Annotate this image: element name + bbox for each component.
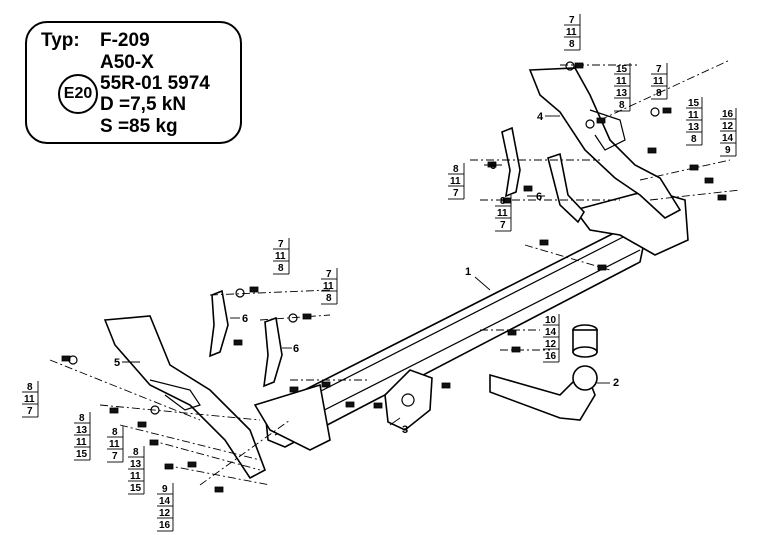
callout-value: 11 xyxy=(323,281,334,292)
callout-8-11-7-mid: 8 11 7 xyxy=(495,195,512,232)
callout-value: 15 xyxy=(76,449,88,460)
callout-value: 10 xyxy=(545,315,557,326)
callout-value: 16 xyxy=(722,109,734,120)
callout-value: 11 xyxy=(450,176,461,187)
s-value: S =85 kg xyxy=(100,116,178,137)
right-side-bracket xyxy=(528,67,682,219)
e-mark-badge: E20 xyxy=(58,74,98,114)
callout-value: 15 xyxy=(130,483,142,494)
callout-value: 8 xyxy=(619,100,625,111)
specification-box: Typ: F-209 A50-X E20 55R-01 5974 D =7,5 … xyxy=(25,21,242,144)
callout-value: 11 xyxy=(130,471,141,482)
callout-value: 14 xyxy=(545,327,557,338)
callout-value: 11 xyxy=(653,76,664,87)
callout-value: 7 xyxy=(656,64,662,75)
callout-value: 8 xyxy=(453,164,459,175)
callout-8-11-7-low: 8 11 7 xyxy=(107,426,124,463)
callout-value: 8 xyxy=(656,88,662,99)
typ-value: F-209 xyxy=(100,30,150,51)
part-label-3: 3 xyxy=(402,424,408,436)
part-label-6b: 6 xyxy=(536,191,542,203)
part-label-6a: 6 xyxy=(490,160,496,172)
bracket-6-center-a xyxy=(209,289,229,358)
callout-value: 8 xyxy=(79,413,85,424)
callout-16-12-14-9: 16 12 14 9 xyxy=(720,108,737,157)
part-label-1: 1 xyxy=(465,266,471,278)
callout-value: 11 xyxy=(76,437,87,448)
callout-value: 11 xyxy=(497,208,508,219)
callout-value: 13 xyxy=(130,459,142,470)
callout-value: 7 xyxy=(112,451,118,462)
callout-value: 11 xyxy=(616,76,627,87)
callout-value: 13 xyxy=(616,88,628,99)
callout-value: 8 xyxy=(500,196,506,207)
part-label-6d: 6 xyxy=(293,343,299,355)
callout-8-13-11-15: 8 13 11 15 xyxy=(74,412,91,461)
part-label-2: 2 xyxy=(613,377,619,389)
fasteners xyxy=(61,61,727,493)
bracket-6-center-b xyxy=(263,316,283,388)
left-mounting-plate xyxy=(253,383,331,451)
callout-value: 13 xyxy=(688,122,700,133)
callout-stacks: 7 11 8 15 11 13 8 7 11 8 15 11 13 8 16 1… xyxy=(22,14,737,532)
callout-7-11-8-right: 7 11 8 xyxy=(651,63,668,100)
left-side-bracket xyxy=(103,315,266,480)
callout-15-11-13-8-right: 15 11 13 8 xyxy=(686,97,703,146)
callout-value: 7 xyxy=(278,239,284,250)
tow-ball-neck xyxy=(489,365,598,421)
part-label-4: 4 xyxy=(537,111,544,123)
part-label-5: 5 xyxy=(114,357,120,369)
bracket-6-upper-a xyxy=(501,126,521,198)
callout-value: 11 xyxy=(109,439,120,450)
approval-number: 55R-01 5974 xyxy=(100,73,210,94)
callout-value: 15 xyxy=(688,98,700,109)
callout-7-11-8-center2: 7 11 8 xyxy=(321,268,338,305)
callout-value: 11 xyxy=(275,251,286,262)
callout-value: 8 xyxy=(133,447,139,458)
callout-value: 11 xyxy=(566,27,577,38)
callout-value: 11 xyxy=(24,394,35,405)
callout-9-14-12-16: 9 14 12 16 xyxy=(157,483,174,532)
callout-10-14-12-16: 10 14 12 16 xyxy=(543,314,560,363)
callout-value: 7 xyxy=(453,188,459,199)
callout-value: 8 xyxy=(112,427,118,438)
d-value: D =7,5 kN xyxy=(100,94,187,115)
callout-value: 7 xyxy=(27,406,33,417)
callout-value: 8 xyxy=(27,382,33,393)
callout-value: 16 xyxy=(545,351,557,362)
callout-value: 7 xyxy=(569,15,575,26)
callout-value: 11 xyxy=(688,110,699,121)
callout-value: 16 xyxy=(159,520,171,531)
callout-value: 12 xyxy=(545,339,557,350)
callout-value: 7 xyxy=(326,269,332,280)
callout-value: 8 xyxy=(691,134,697,145)
callout-7-11-8-center: 7 11 8 xyxy=(273,238,290,275)
callout-value: 9 xyxy=(725,145,731,156)
callout-value: 13 xyxy=(76,425,88,436)
callout-value: 12 xyxy=(722,121,734,132)
part-leaders xyxy=(122,115,610,426)
callout-value: 9 xyxy=(162,484,168,495)
typ-label: Typ: xyxy=(41,30,80,51)
ball-cap xyxy=(572,324,598,358)
socket-plate xyxy=(384,369,433,431)
callout-value: 12 xyxy=(159,508,171,519)
callout-value: 15 xyxy=(616,64,628,75)
callout-value: 14 xyxy=(159,496,171,507)
bracket-6-upper-b xyxy=(547,152,585,224)
callout-8-11-7-upper: 8 11 7 xyxy=(448,163,465,200)
callout-8-11-7-left: 8 11 7 xyxy=(22,381,39,418)
callout-value: 14 xyxy=(722,133,734,144)
callout-8-13-11-15-low: 8 13 11 15 xyxy=(128,446,145,495)
model-code: A50-X xyxy=(100,52,154,73)
callout-value: 7 xyxy=(500,220,506,231)
callout-15-11-13-8-top: 15 11 13 8 xyxy=(614,63,631,112)
callout-value: 8 xyxy=(278,263,284,274)
callout-value: 8 xyxy=(326,293,332,304)
callout-value: 8 xyxy=(569,39,575,50)
callout-7-11-8-top: 7 11 8 xyxy=(564,14,581,51)
part-label-6c: 6 xyxy=(242,313,248,325)
